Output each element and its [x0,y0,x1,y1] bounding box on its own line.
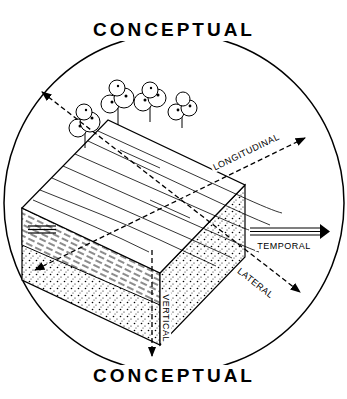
axis-label: LATERAL [233,264,276,301]
axis-label: VERTICAL [161,292,171,344]
arc-title: CONCEPTUAL [91,365,257,387]
arc-title: CONCEPTUAL [91,19,257,41]
axis-label: TEMPORAL [255,241,313,251]
